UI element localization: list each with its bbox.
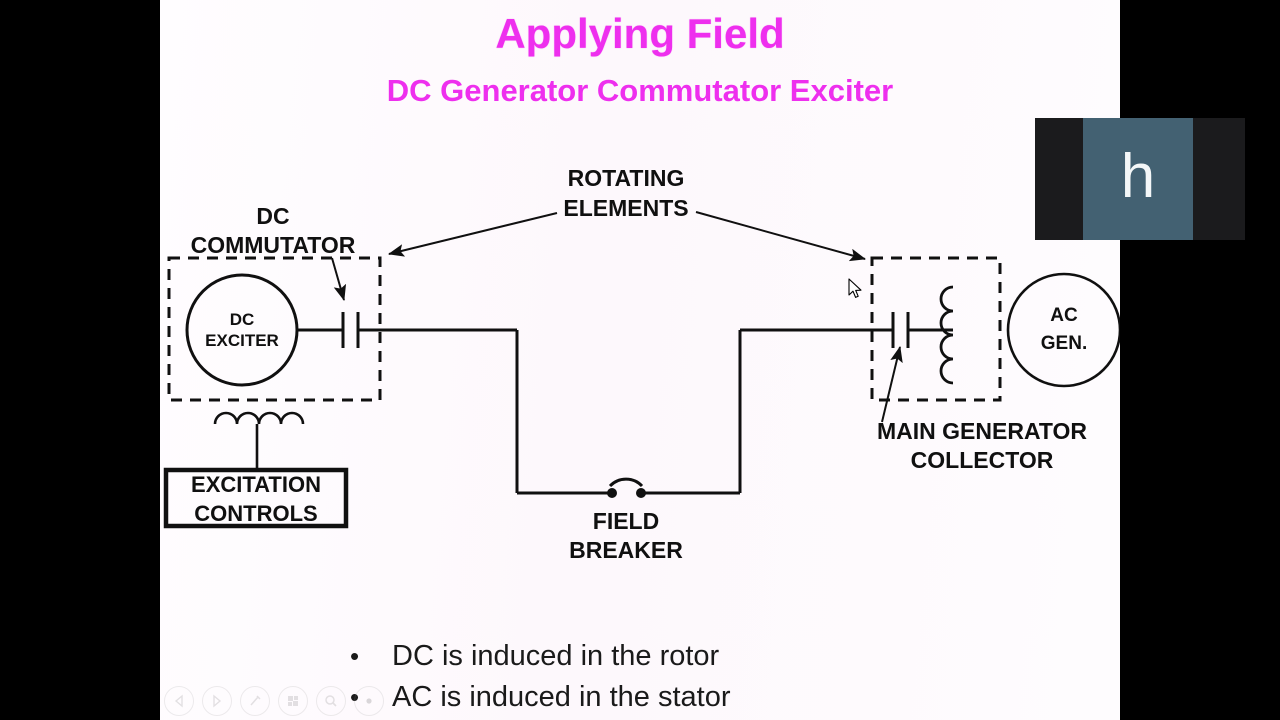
rotor-field-coil-vertical: [939, 285, 954, 385]
label-ac-gen-2: GEN.: [1041, 333, 1087, 354]
field-coil-horizontal: [213, 411, 305, 425]
label-dc-commutator: DC: [256, 203, 289, 229]
bullet-list: • DC is induced in the rotor • AC is ind…: [350, 636, 1050, 718]
label-excitation-controls-2: CONTROLS: [194, 501, 317, 526]
video-overlay[interactable]: h: [1035, 118, 1245, 240]
video-overlay-letter: h: [1120, 142, 1156, 211]
bullet-label: AC is induced in the stator: [392, 681, 731, 713]
previous-slide-icon[interactable]: [164, 686, 194, 716]
label-dc-exciter-2: EXCITER: [205, 331, 279, 350]
label-field-breaker-2: BREAKER: [569, 537, 683, 563]
slides-grid-icon[interactable]: [278, 686, 308, 716]
presenter-toolbar[interactable]: [164, 686, 384, 716]
bullet-marker: •: [350, 641, 360, 671]
page-title: Applying Field: [495, 10, 785, 57]
label-dc-commutator-2: COMMUTATOR: [191, 232, 356, 258]
label-rotating-elements-2: ELEMENTS: [563, 195, 688, 221]
label-ac-gen: AC: [1050, 305, 1078, 326]
video-overlay-panel: h: [1083, 118, 1193, 240]
breaker-contact-left: [607, 488, 617, 498]
mouse-cursor: [848, 278, 862, 298]
dashed-box-collector: [870, 256, 1002, 402]
callout-arrow-commutator: [331, 257, 347, 301]
label-main-generator: MAIN GENERATOR: [877, 418, 1087, 444]
zoom-icon[interactable]: [316, 686, 346, 716]
label-rotating-elements: ROTATING: [568, 165, 685, 191]
label-dc-exciter: DC: [230, 310, 255, 329]
excitation-controls-box: [163, 467, 349, 529]
breaker-arc: [608, 477, 644, 488]
page-subtitle: DC Generator Commutator Exciter: [386, 73, 894, 108]
slide-canvas: Applying Field DC Generator Commutator E…: [160, 0, 1120, 720]
more-options-icon[interactable]: [354, 686, 384, 716]
dc-exciter-circle: [185, 273, 299, 387]
list-item: • AC is induced in the stator: [350, 677, 1050, 718]
label-excitation-controls: EXCITATION: [191, 472, 321, 497]
callout-arrow-rotating-left: [388, 212, 558, 257]
bullet-label: DC is induced in the rotor: [392, 640, 720, 672]
list-item: • DC is induced in the rotor: [350, 636, 1050, 677]
callout-arrow-rotating-right: [695, 211, 866, 262]
ac-generator-circle: [1006, 272, 1120, 388]
dashed-box-commutator: [167, 256, 382, 402]
label-field-breaker: FIELD: [593, 508, 659, 534]
next-slide-icon[interactable]: [202, 686, 232, 716]
callout-arrow-collector: [881, 346, 903, 423]
label-main-generator-2: COLLECTOR: [911, 447, 1054, 473]
pen-icon[interactable]: [240, 686, 270, 716]
circuit-diagram: DC COMMUTATOR DC EXCITER EXCITATION CONT…: [163, 165, 1120, 563]
